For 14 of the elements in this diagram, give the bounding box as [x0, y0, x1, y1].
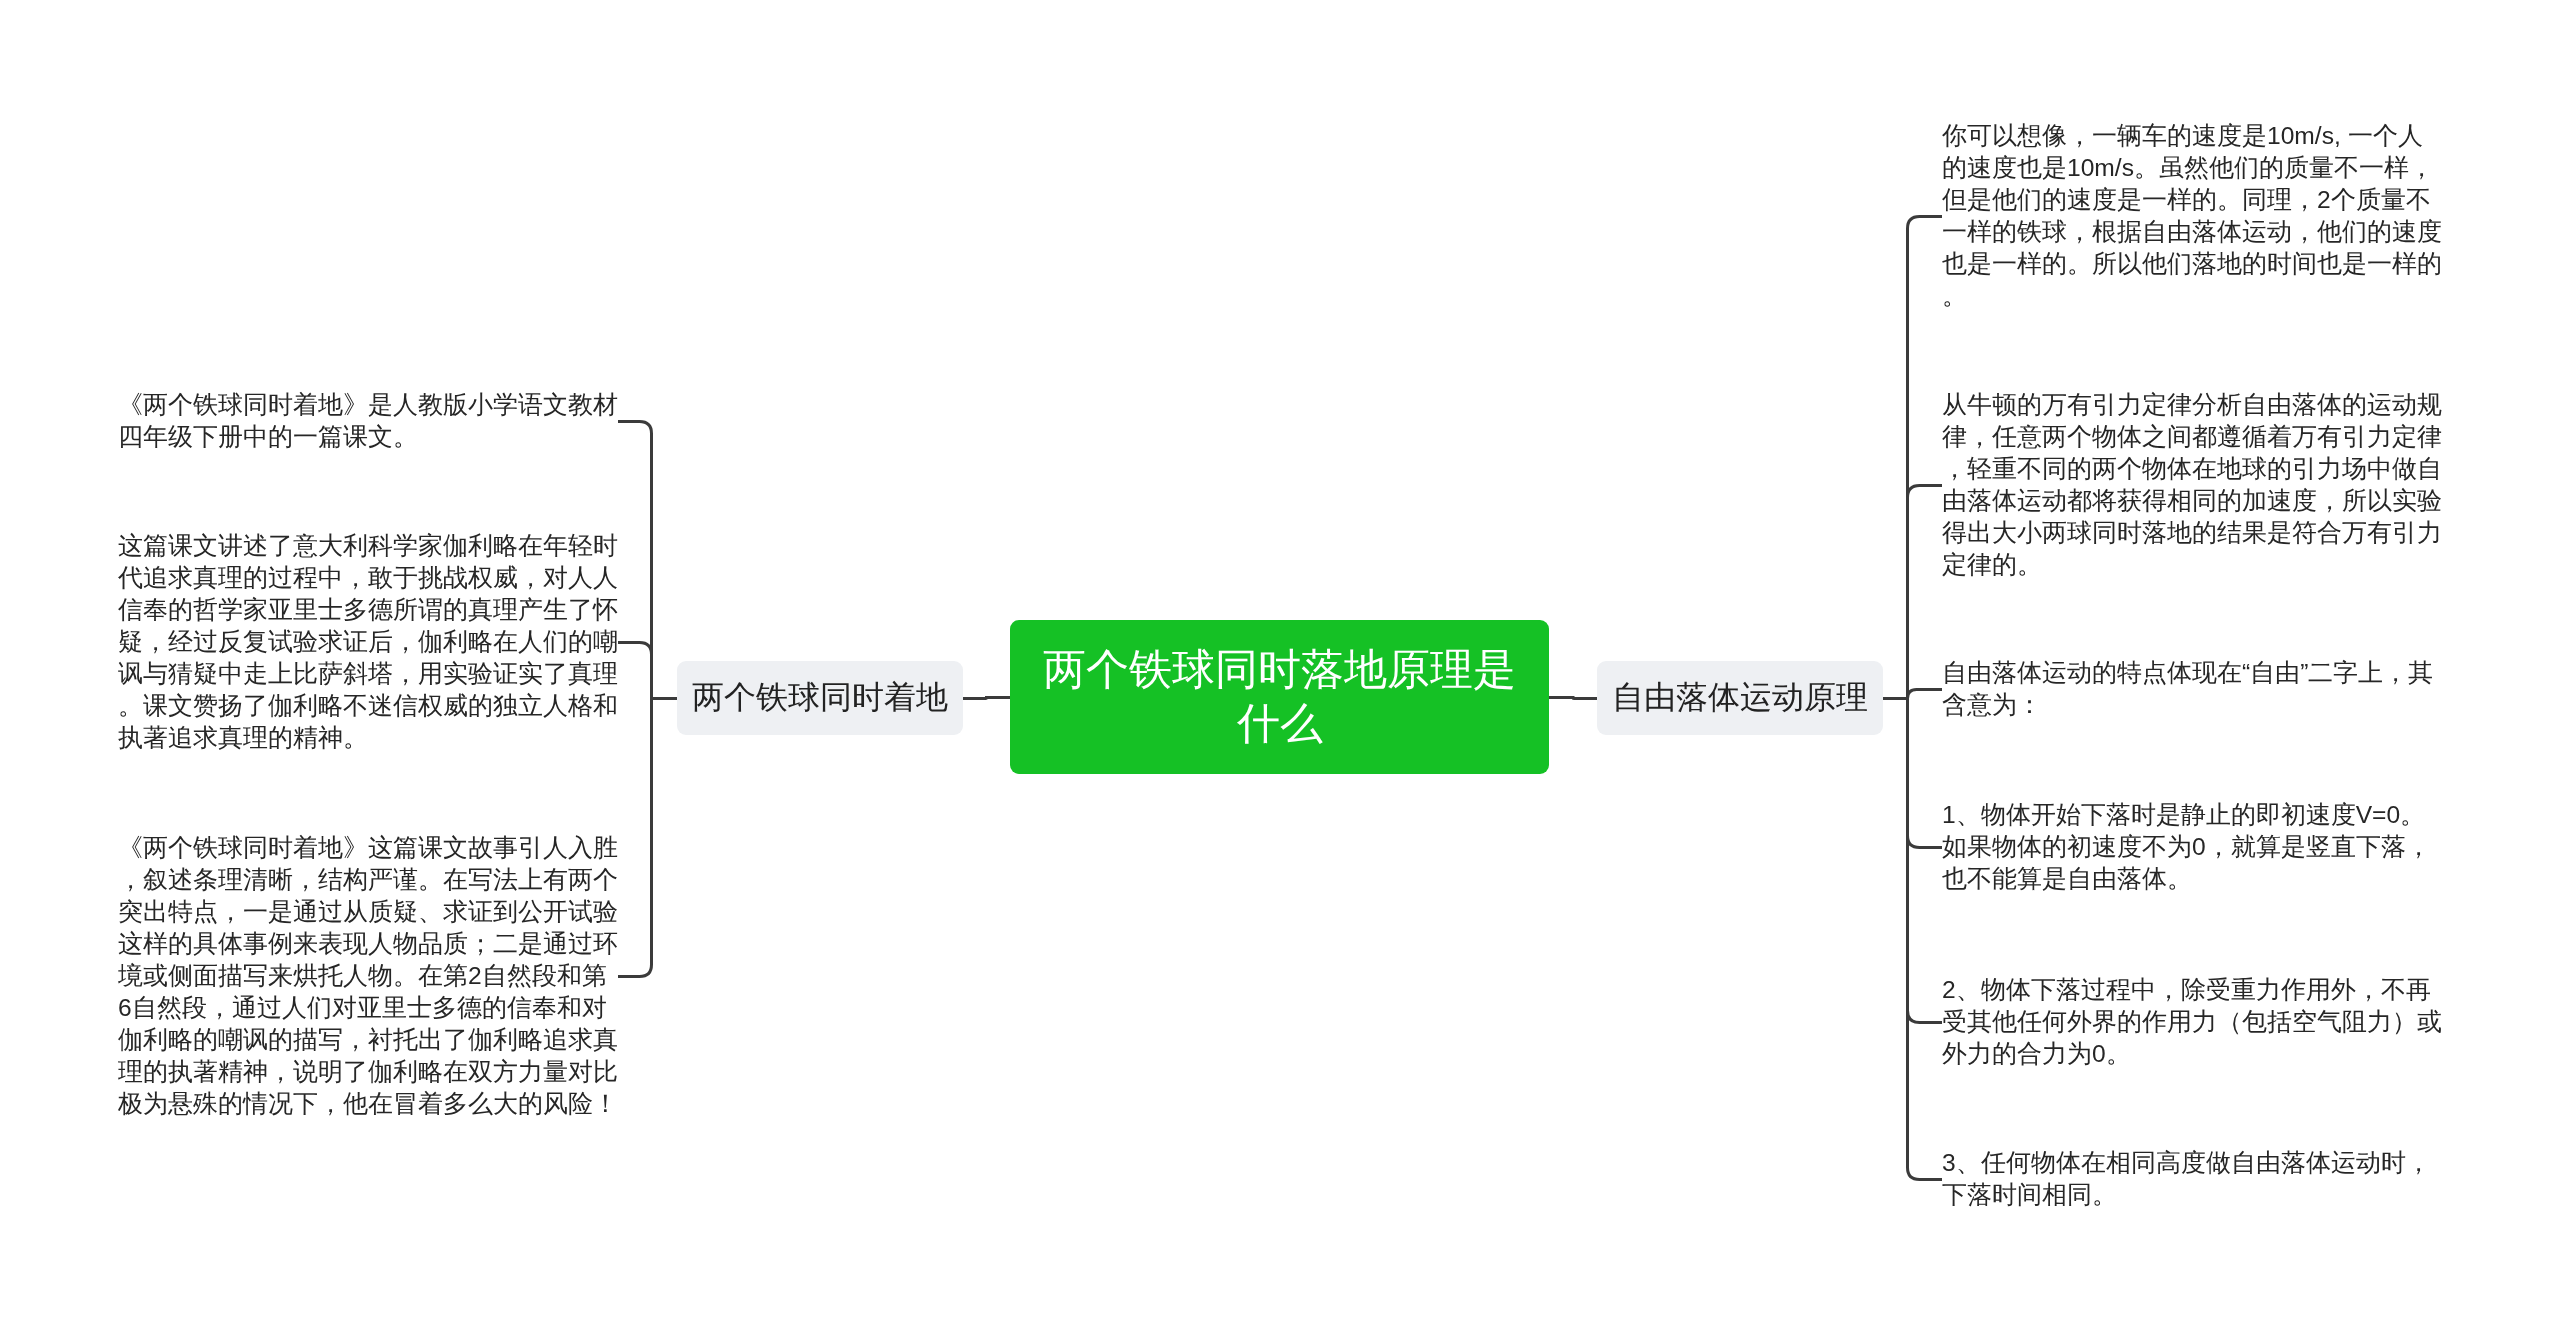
note-text: 3、任何物体在相同高度做自由落体运动时，下落时间相同。 [1942, 1147, 2442, 1211]
topic-box: 两个铁球同时着地 [677, 661, 963, 735]
central-topic-box: 两个铁球同时落地原理是什么 [1010, 620, 1549, 774]
connector-line [963, 696, 1010, 700]
note-text: 2、物体下落过程中，除受重力作用外，不再受其他任何外界的作用力（包括空气阻力）或外力的合力为0。 [1942, 974, 2442, 1070]
note-text: 从牛顿的万有引力定律分析自由落体的运动规律，任意两个物体之间都遵循着万有引力定律，轻重不同的两个物体在地球的引力场中做自由落体运动都将获得相同的加速度，所以实验得出大小两球同时落地的结果是符合万有引力定律的。 [1942, 389, 2442, 581]
note-text: 1、物体开始下落时是静止的即初速度V=0。如果物体的初速度不为0，就算是竖直下落，也不能算是自由落体。 [1942, 799, 2442, 895]
connector-line [1549, 696, 1597, 700]
note-text: 这篇课文讲述了意大利科学家伽利略在年轻时代追求真理的过程中，敢于挑战权威，对人人信奉的哲学家亚里士多德所谓的真理产生了怀疑，经过反复试验求证后，伽利略在人们的嘲讽与猜疑中走上比萨斜塔，用实验证实了真理。课文赞扬了伽利略不迷信权威的独立人格和执著追求真理的精神。 [118, 530, 618, 754]
note-text: 《两个铁球同时着地》是人教版小学语文教材四年级下册中的一篇课文。 [118, 389, 618, 453]
note-text: 你可以想像，一辆车的速度是10m/s, 一个人的速度也是10m/s。虽然他们的质量不一样，但是他们的速度是一样的。同理，2个质量不一样的铁球，根据自由落体运动，他们的速度也是一样的。所以他们落地的时间也是一样的。 [1942, 120, 2442, 312]
note-text: 自由落体运动的特点体现在“自由”二字上，其含意为： [1942, 657, 2442, 721]
topic-box: 自由落体运动原理 [1597, 661, 1883, 735]
note-text: 《两个铁球同时着地》这篇课文故事引人入胜，叙述条理清晰，结构严谨。在写法上有两个突出特点，一是通过从质疑、求证到公开试验这样的具体事例来表现人物品质；二是通过环境或侧面描写来烘托人物。在第2自然段和第6自然段，通过人们对亚里士多德的信奉和对伽利略的嘲讽的描写，衬托出了伽利略追求真理的执著精神，说明了伽利略在双方力量对比极为悬殊的情况下，他在冒着多么大的风险！ [118, 832, 618, 1120]
